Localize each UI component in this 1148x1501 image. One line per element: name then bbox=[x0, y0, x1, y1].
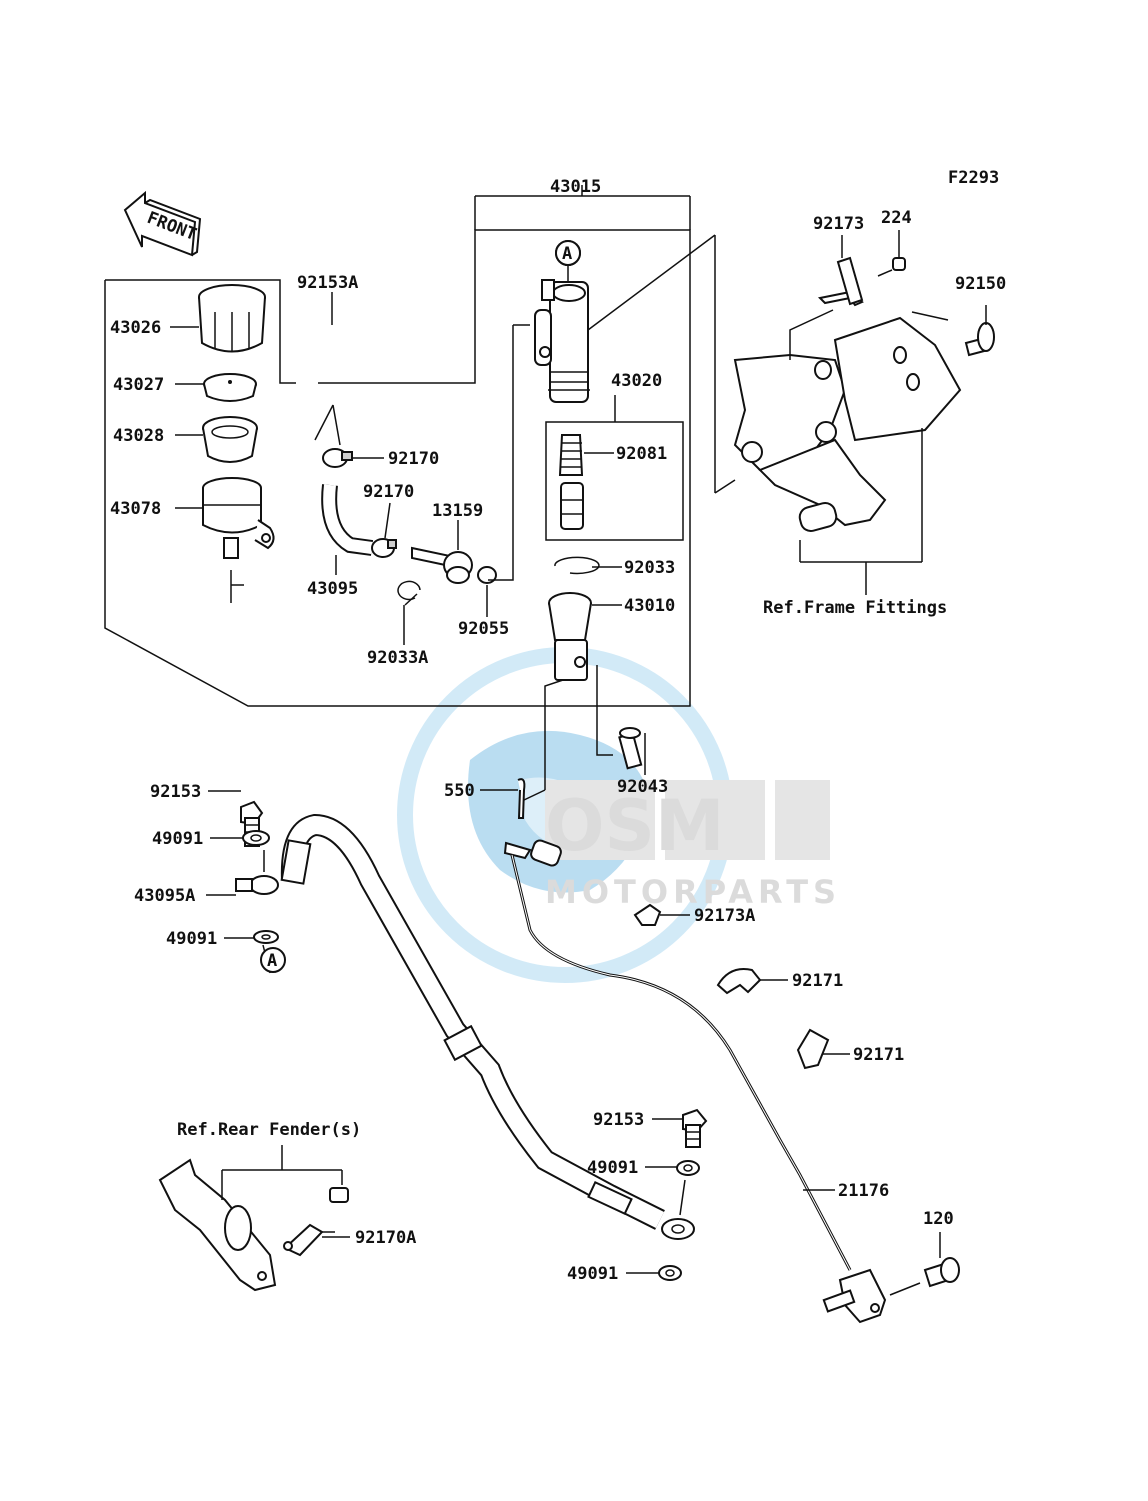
label-92153-lower: 92153 bbox=[593, 1110, 644, 1130]
snap-ring-92033 bbox=[554, 556, 600, 575]
ref-rear-fender: Ref.Rear Fender(s) bbox=[177, 1120, 361, 1140]
label-49091-a: 49091 bbox=[152, 829, 203, 849]
clip-92173 bbox=[789, 235, 864, 360]
part-labels: 43015 43026 43027 43028 43078 92153A 921… bbox=[110, 177, 1006, 1284]
label-92170-upper: 92170 bbox=[388, 449, 439, 469]
label-43027: 43027 bbox=[113, 375, 164, 395]
label-224: 224 bbox=[881, 208, 912, 228]
label-43078: 43078 bbox=[110, 499, 161, 519]
label-92173: 92173 bbox=[813, 214, 864, 234]
label-92043: 92043 bbox=[617, 777, 668, 797]
inlet-connector bbox=[411, 546, 473, 584]
label-92170A: 92170A bbox=[355, 1228, 416, 1248]
label-43028: 43028 bbox=[113, 426, 164, 446]
clamp-92171-b bbox=[796, 1028, 830, 1070]
washer-lower-1 bbox=[676, 1160, 700, 1216]
marker-a-top: A bbox=[555, 240, 581, 266]
washer-lower-2 bbox=[658, 1265, 682, 1281]
washer-top-1 bbox=[242, 830, 270, 846]
label-92171-a: 92171 bbox=[792, 971, 843, 991]
label-92055: 92055 bbox=[458, 619, 509, 639]
label-92150: 92150 bbox=[955, 274, 1006, 294]
clamp-92173A bbox=[633, 903, 662, 926]
banjo-fitting-lower bbox=[661, 1218, 695, 1240]
clamp-92170A bbox=[283, 1187, 349, 1257]
label-21176: 21176 bbox=[838, 1181, 889, 1201]
label-92170-lower: 92170 bbox=[363, 482, 414, 502]
label-13159: 13159 bbox=[432, 501, 483, 521]
svg-text:A: A bbox=[267, 951, 277, 971]
reservoir-tank bbox=[202, 477, 275, 603]
washer-top-2 bbox=[253, 930, 279, 944]
pin-92043 bbox=[618, 727, 643, 770]
label-92173A: 92173A bbox=[694, 906, 755, 926]
diagram-code: F2293 bbox=[948, 168, 999, 188]
master-cylinder bbox=[488, 234, 736, 581]
brake-switch bbox=[822, 1268, 887, 1324]
label-550: 550 bbox=[444, 781, 475, 801]
leader-lines bbox=[170, 292, 850, 1274]
diaphragm-plate bbox=[203, 373, 257, 402]
bolt-120 bbox=[889, 1232, 960, 1296]
label-43095A: 43095A bbox=[134, 886, 195, 906]
label-43020: 43020 bbox=[611, 371, 662, 391]
label-92081: 92081 bbox=[616, 444, 667, 464]
label-43095: 43095 bbox=[307, 579, 358, 599]
banjo-fitting-43095A bbox=[235, 850, 279, 895]
rear-fender-bracket bbox=[158, 1145, 343, 1292]
marker-a-bottom: A bbox=[260, 944, 286, 974]
label-49091-d: 49091 bbox=[567, 1264, 618, 1284]
label-43010: 43010 bbox=[624, 596, 675, 616]
label-92153-upper: 92153 bbox=[150, 782, 201, 802]
svg-text:A: A bbox=[562, 244, 572, 264]
reservoir-cap bbox=[198, 284, 266, 353]
hose-43095 bbox=[321, 484, 374, 556]
front-arrow: FRONT bbox=[123, 190, 202, 257]
label-92033: 92033 bbox=[624, 558, 675, 578]
banjo-bolt-lower bbox=[682, 1108, 708, 1148]
label-92153A: 92153A bbox=[297, 273, 358, 293]
hose-clamp-lower bbox=[371, 538, 397, 558]
ref-frame-fittings: Ref.Frame Fittings bbox=[763, 598, 947, 618]
footrest-bracket bbox=[733, 311, 962, 595]
label-49091-c: 49091 bbox=[587, 1158, 638, 1178]
brake-hose bbox=[280, 813, 665, 1230]
clamp-92171-a bbox=[716, 968, 762, 995]
switch-wire-21176 bbox=[503, 839, 852, 1271]
label-92033A: 92033A bbox=[367, 648, 428, 668]
circlip-92033A bbox=[397, 580, 421, 606]
label-92171-b: 92171 bbox=[853, 1045, 904, 1065]
label-43026: 43026 bbox=[110, 318, 161, 338]
diaphragm bbox=[202, 416, 258, 463]
watermark-logo: OSM bbox=[545, 785, 725, 867]
bolt-92150 bbox=[964, 305, 995, 357]
label-120: 120 bbox=[923, 1209, 954, 1229]
o-ring-92055 bbox=[477, 566, 497, 584]
hose-clamp-upper bbox=[314, 404, 353, 468]
kit-43020 bbox=[545, 395, 684, 541]
watermark-subtitle: MOTORPARTS bbox=[545, 873, 841, 911]
bolt-224 bbox=[877, 230, 906, 277]
watermark: OSM MOTORPARTS bbox=[397, 647, 841, 983]
pushrod-43010 bbox=[544, 592, 613, 790]
label-43015: 43015 bbox=[550, 177, 601, 197]
assembly-outline-43015 bbox=[104, 185, 691, 707]
cotter-pin-550 bbox=[517, 778, 546, 819]
label-49091-b: 49091 bbox=[166, 929, 217, 949]
